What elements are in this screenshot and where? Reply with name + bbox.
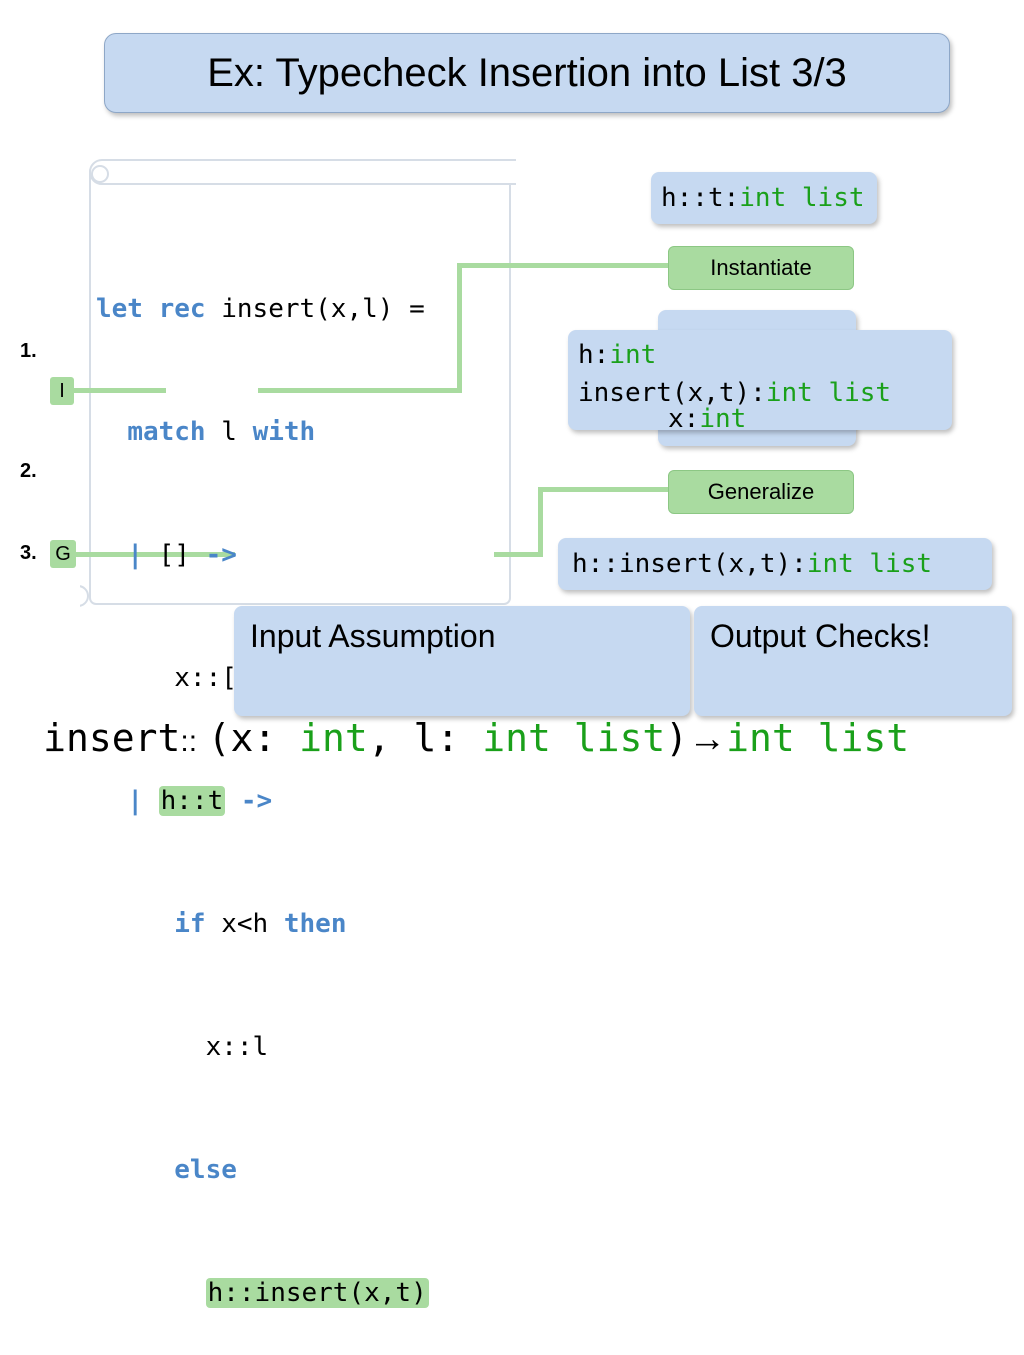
expression-highlight: h::insert(x,t) (205, 1278, 429, 1308)
code-block: let rec insert(x,l) = match l with | [] … (96, 207, 429, 1355)
connector-i-top (457, 263, 669, 268)
connector-g-vertical (538, 487, 543, 557)
code-line-9: h::insert(x,t) (96, 1273, 429, 1314)
connector-g-right (494, 552, 542, 557)
output-checks-label: Output Checks! (710, 618, 931, 654)
input-assumption-label: Input Assumption (250, 618, 496, 654)
code-line-3: | [] -> (127, 540, 237, 570)
connector-g-top (538, 487, 669, 492)
output-checks-box (694, 606, 1012, 716)
connector-i-right (258, 388, 462, 393)
code-line-5: | h::t -> (127, 786, 273, 816)
code-line-2: match l with (127, 417, 316, 447)
arrow-symbol: → (688, 718, 727, 760)
env-x-text: x:int (668, 404, 747, 434)
marker-1: 1. (20, 340, 37, 362)
pattern-highlight: h::t (158, 786, 226, 816)
code-line-7: x::l (205, 1032, 269, 1062)
connector-i-vertical (457, 263, 462, 393)
type-separator: :: (180, 725, 198, 758)
instantiate-label: Instantiate (668, 246, 854, 290)
env-front-box: h:int insert(x,t):int list (568, 330, 952, 430)
code-line-6: if x<h then (174, 909, 347, 939)
code-line-8: else (174, 1155, 237, 1185)
generalize-label: Generalize (668, 470, 854, 514)
marker-2: 2. (20, 460, 37, 482)
function-name: insert (43, 716, 181, 760)
connector-g-left (60, 552, 235, 557)
code-line-1: let rec insert(x,l) = (96, 294, 425, 324)
tag-instantiate: I (50, 377, 74, 405)
signature-line: insert:: (x: int, l: int list)→int list (43, 716, 910, 760)
type-ht-box: h::t:int list (651, 172, 877, 224)
connector-i-left (60, 388, 166, 393)
slide-title: Ex: Typecheck Insertion into List 3/3 (104, 33, 950, 113)
marker-3: 3. (20, 542, 37, 564)
input-assumption-box (234, 606, 690, 716)
scroll-frame (80, 159, 516, 607)
tag-generalize: G (50, 540, 76, 568)
type-hins-box: h::insert(x,t):int list (558, 538, 992, 590)
